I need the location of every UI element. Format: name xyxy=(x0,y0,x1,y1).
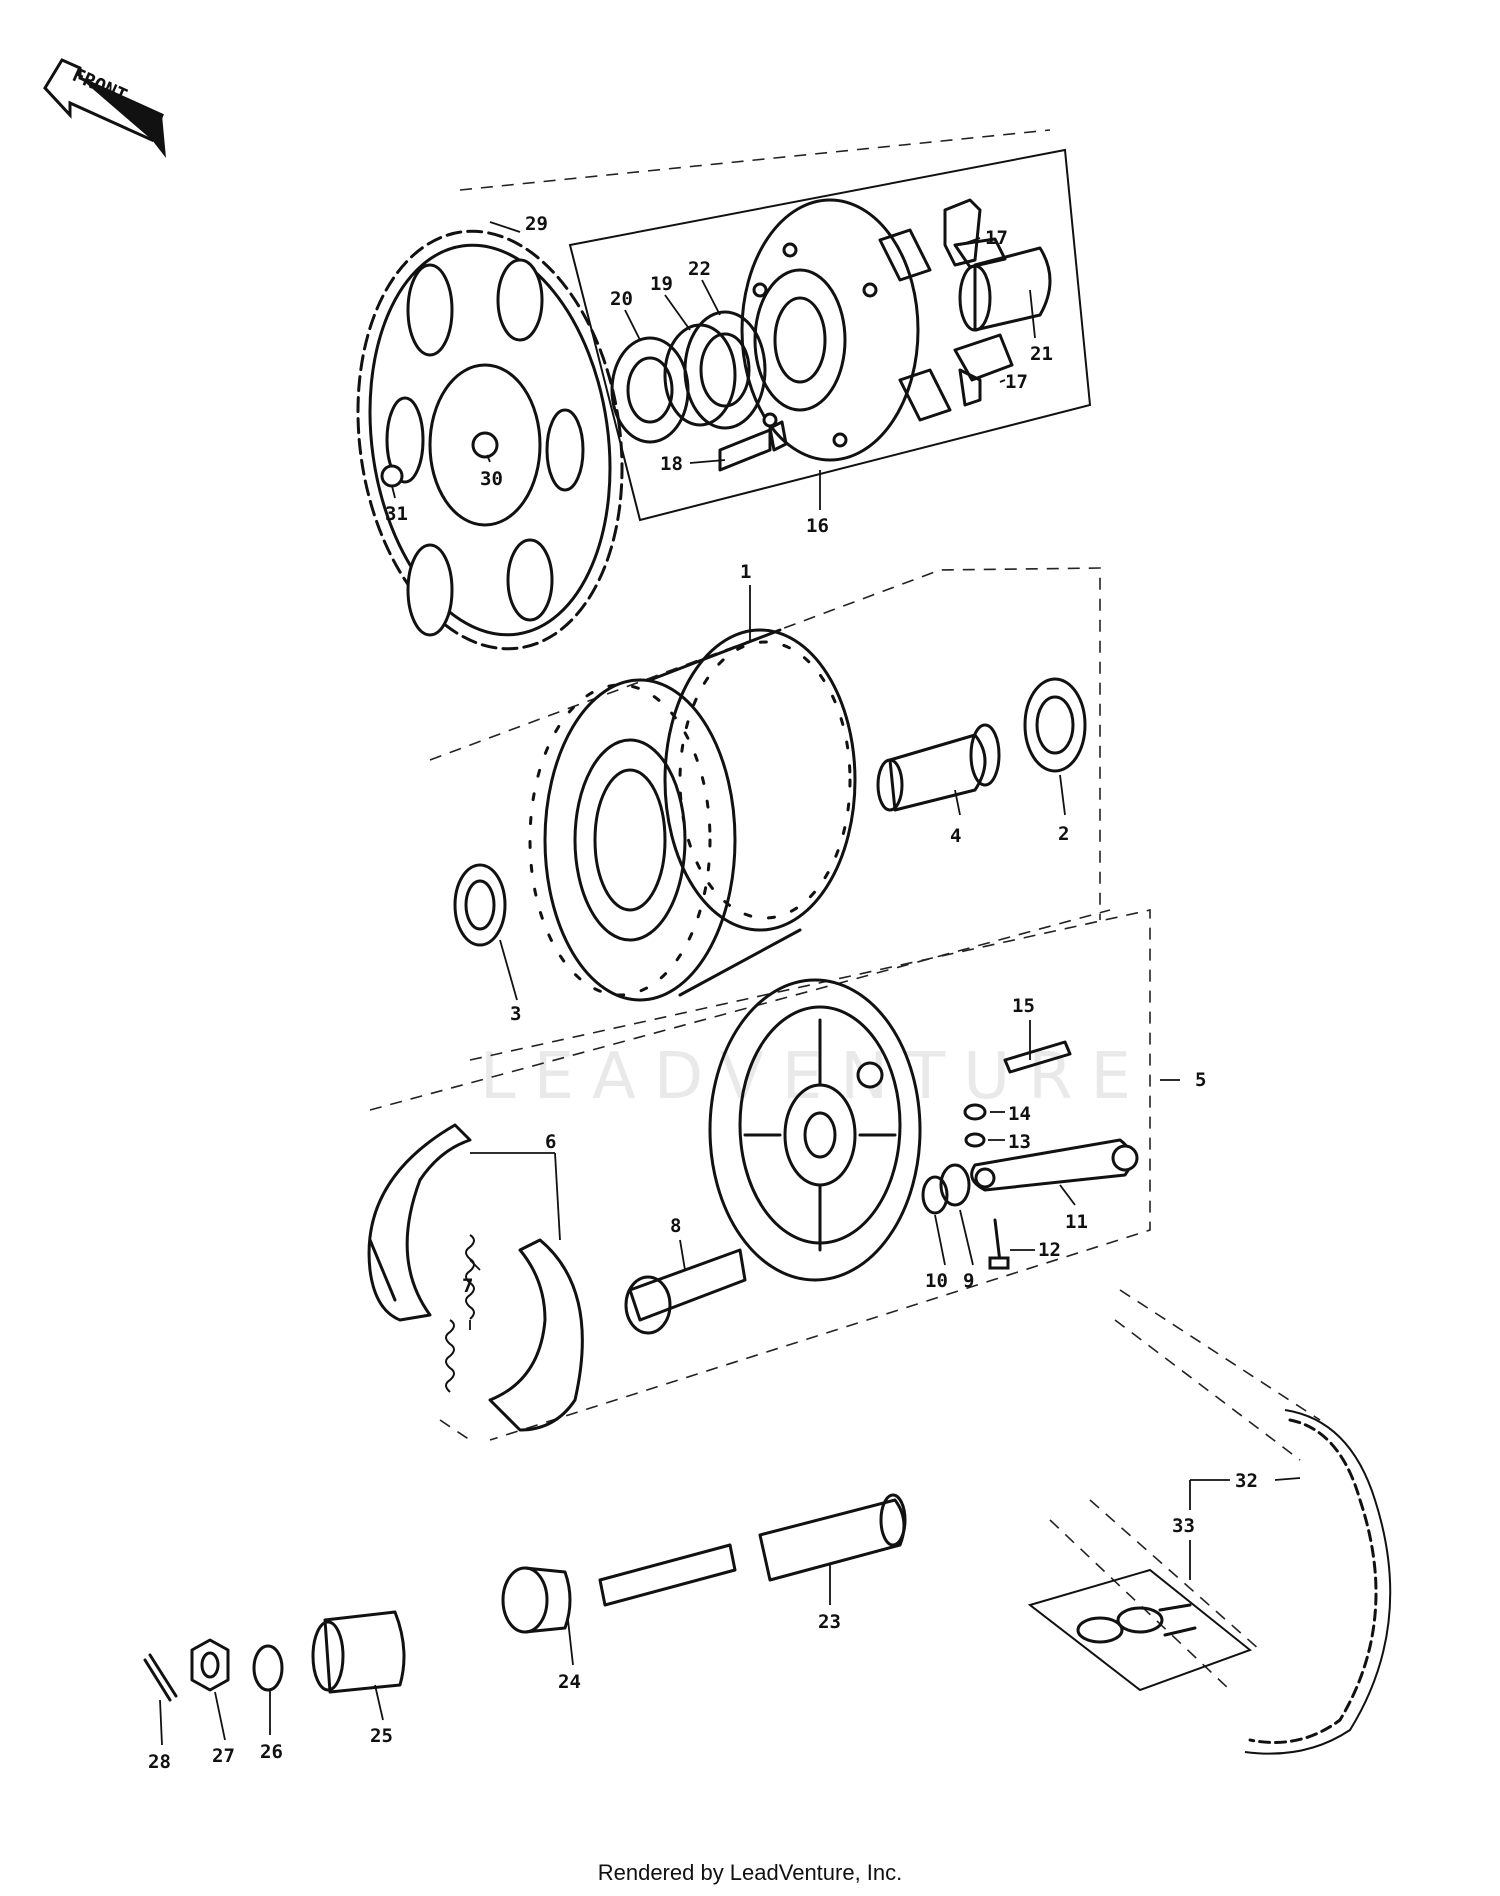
callout-5: 5 xyxy=(1195,1069,1206,1091)
callout-20: 20 xyxy=(610,288,633,310)
front-arrow-icon: FRONT xyxy=(43,58,166,158)
callout-21: 21 xyxy=(1030,343,1053,365)
callout-23: 23 xyxy=(818,1611,841,1633)
callout-10: 10 xyxy=(925,1270,948,1292)
callout-1: 1 xyxy=(740,561,751,583)
callout-30: 30 xyxy=(480,468,503,490)
brake-shoes xyxy=(367,1123,584,1432)
brake-cam xyxy=(624,1248,747,1335)
wheel-hub xyxy=(528,628,857,1002)
hub-dampers xyxy=(943,198,1014,407)
lever-bolt xyxy=(988,1218,1010,1270)
brake-panel-stud xyxy=(1003,1040,1072,1074)
callout-28: 28 xyxy=(148,1751,171,1773)
brake-panel xyxy=(708,978,922,1282)
footer-credit: Rendered by LeadVenture, Inc. xyxy=(597,1860,903,1885)
hub-bearings-group xyxy=(610,310,767,444)
callout-25: 25 xyxy=(370,1725,393,1747)
sprocket-hub-box xyxy=(568,148,1092,522)
callout-3: 3 xyxy=(510,1003,521,1025)
hub-stud xyxy=(718,420,788,472)
callout-12: 12 xyxy=(1038,1239,1061,1261)
axle-collar-flange xyxy=(501,1566,572,1634)
callout-11: 11 xyxy=(1065,1211,1088,1233)
hub-collar xyxy=(958,246,1052,332)
callout-15: 15 xyxy=(1012,995,1035,1017)
callout-6: 6 xyxy=(545,1131,556,1153)
assembly-guide-lines xyxy=(369,129,1321,1691)
cam-seals xyxy=(921,1163,971,1215)
callout-8: 8 xyxy=(670,1215,681,1237)
wheel-bearing-left xyxy=(453,863,507,947)
leader-lines xyxy=(159,221,1301,1746)
drive-chain xyxy=(1244,1409,1392,1755)
callout-2: 2 xyxy=(1058,823,1069,845)
master-link xyxy=(1027,1568,1253,1692)
watermark-text: LEADVENTURE xyxy=(480,1040,1149,1114)
axle-sleeve xyxy=(311,1610,406,1694)
cam-nut-and-washer xyxy=(963,1103,987,1148)
axle-spacer xyxy=(876,723,1001,812)
brake-shoe-springs xyxy=(445,1234,475,1393)
callout-19: 19 xyxy=(650,273,673,295)
axle-washer xyxy=(252,1644,284,1692)
callout-24: 24 xyxy=(558,1671,581,1693)
callout-4: 4 xyxy=(950,825,961,847)
callout-16: 16 xyxy=(806,515,829,537)
callout-32: 32 xyxy=(1235,1470,1258,1492)
callout-26: 26 xyxy=(260,1741,283,1763)
sprocket-hub-flange xyxy=(740,198,952,462)
wheel-bearing-right xyxy=(1023,677,1087,773)
callout-13: 13 xyxy=(1008,1131,1031,1153)
rear-sprocket xyxy=(356,229,624,651)
callout-27: 27 xyxy=(212,1745,235,1767)
callout-22: 22 xyxy=(688,258,711,280)
callout-29: 29 xyxy=(525,213,548,235)
callout-7: 7 xyxy=(462,1275,473,1297)
callout-14: 14 xyxy=(1008,1103,1031,1125)
callout-17b: 17 xyxy=(1005,371,1028,393)
callout-31: 31 xyxy=(385,503,408,525)
callout-18: 18 xyxy=(660,453,683,475)
cotter-pin xyxy=(143,1653,178,1702)
rear-axle xyxy=(598,1493,907,1607)
callout-17a: 17 xyxy=(985,227,1008,249)
callout-9: 9 xyxy=(963,1270,974,1292)
callout-33: 33 xyxy=(1172,1515,1195,1537)
callout-labels: 1 2 3 4 5 6 7 8 9 10 11 12 13 14 15 16 1… xyxy=(148,213,1258,1773)
brake-cam-lever xyxy=(970,1138,1139,1192)
axle-nut xyxy=(190,1638,230,1692)
